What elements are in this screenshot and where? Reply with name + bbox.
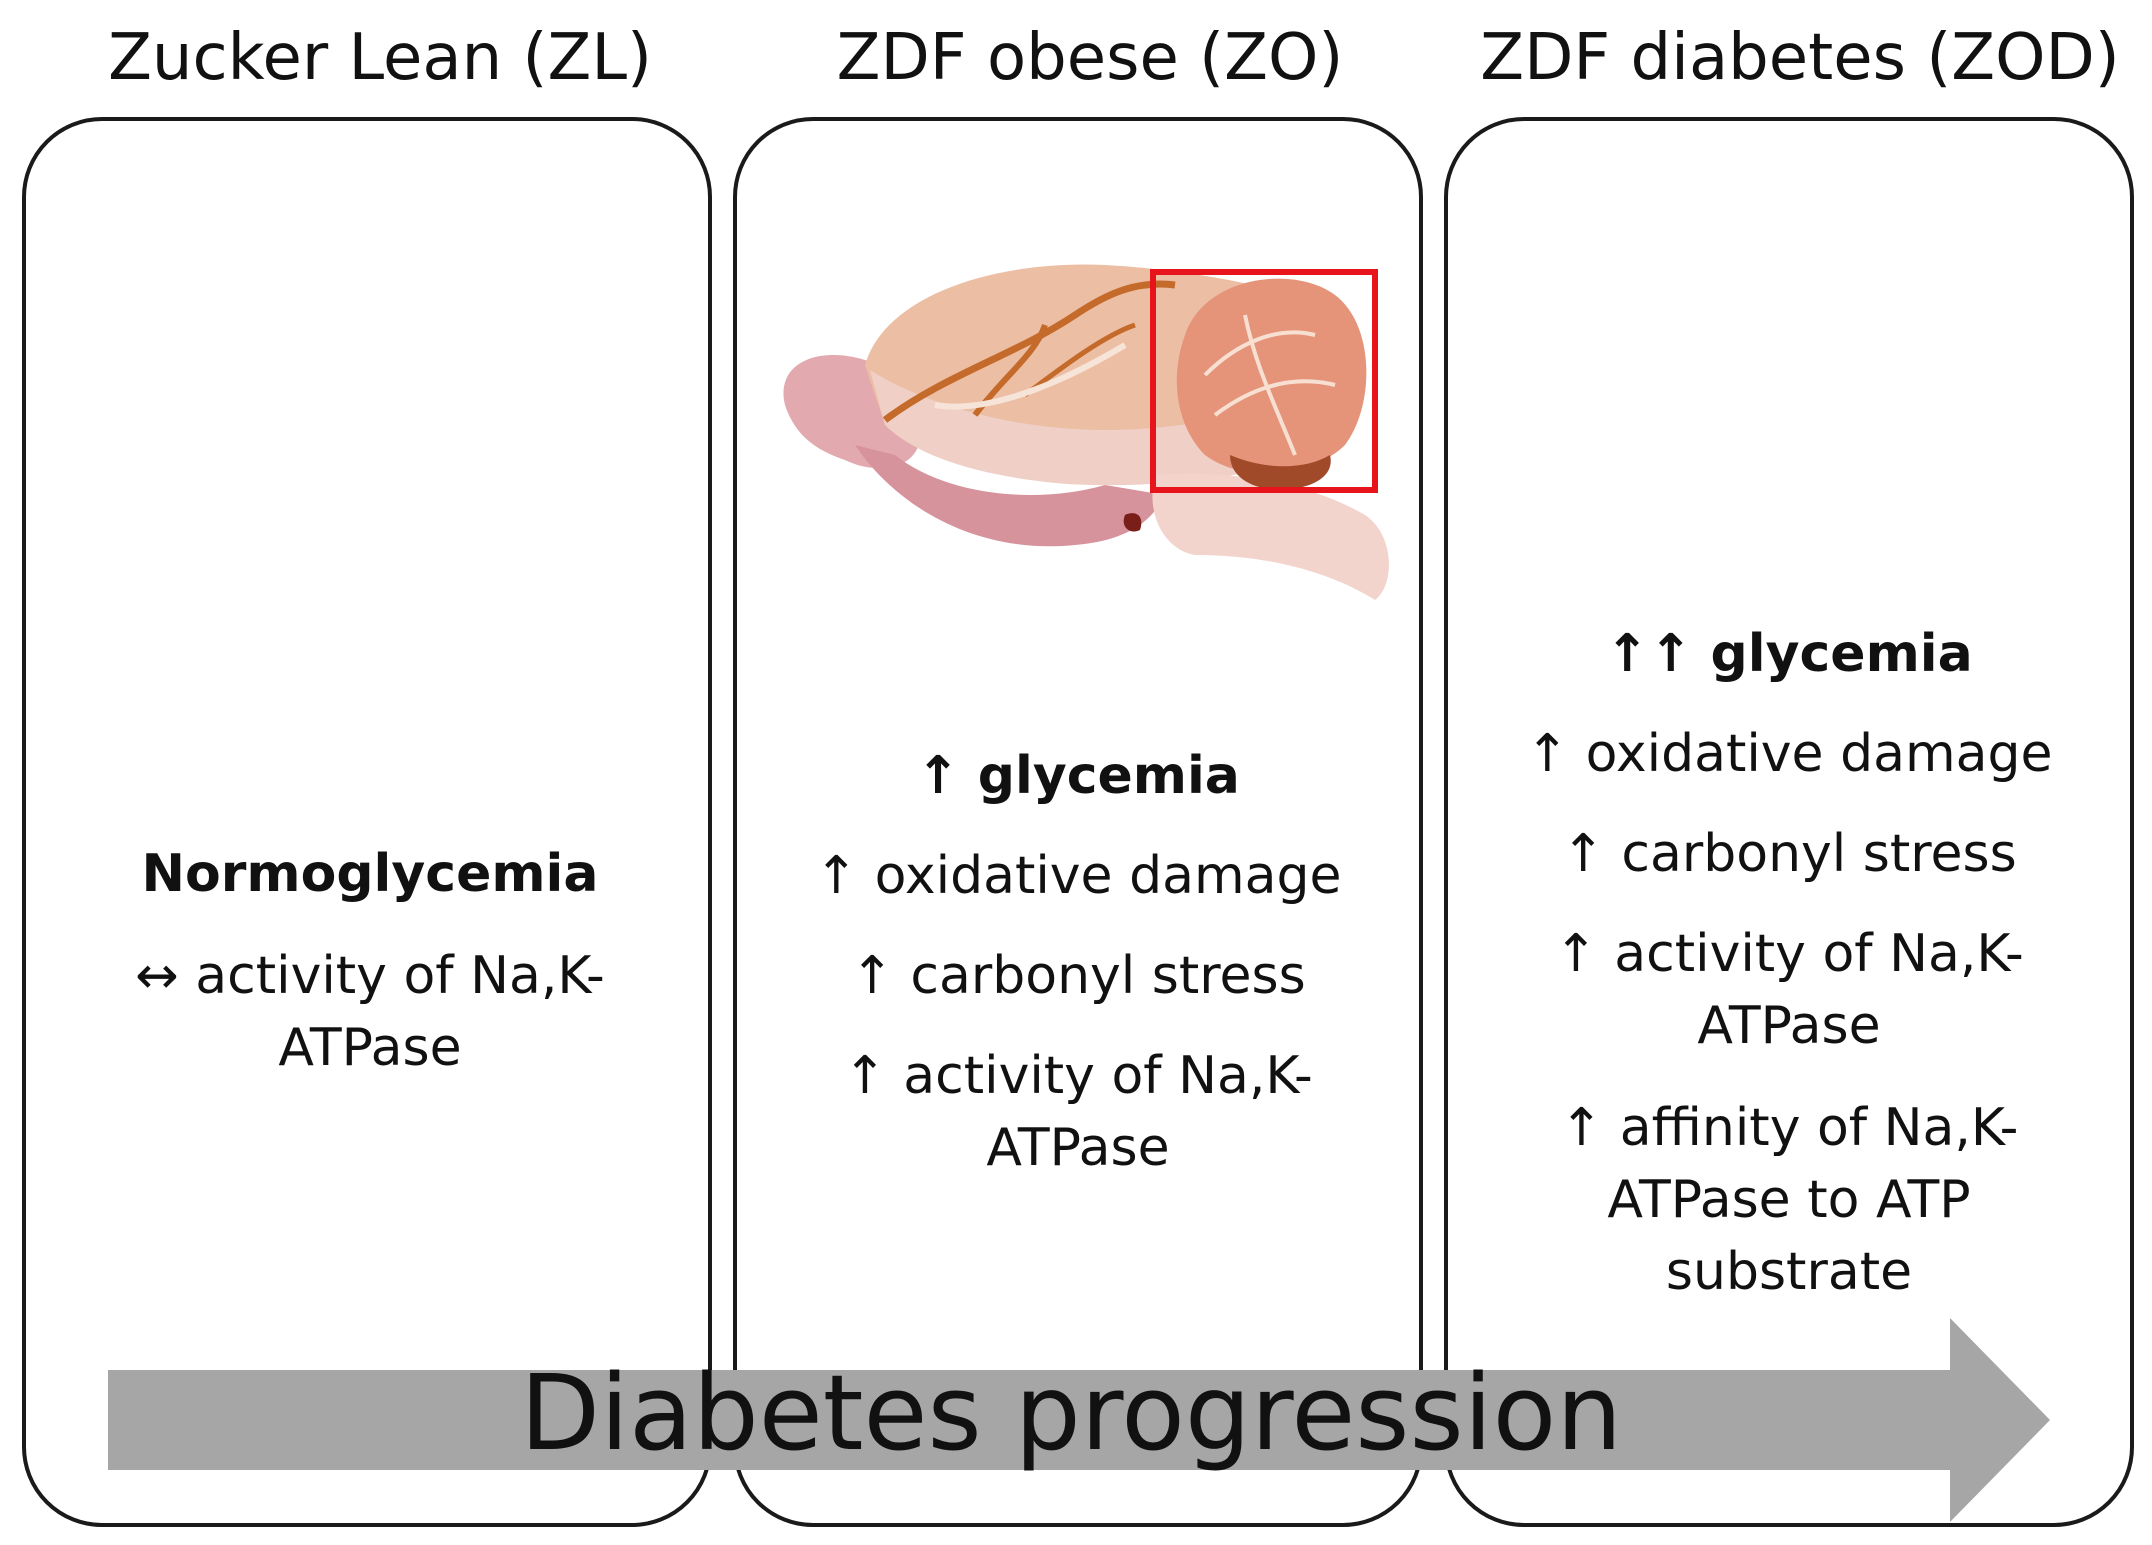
zo-line-1: ↑ glycemia: [916, 746, 1240, 806]
zod-line-7: ATPase to ATP: [1607, 1170, 1971, 1230]
zod-line-8: substrate: [1665, 1242, 1913, 1302]
zo-line-4: ↑ activity of Na,K-: [843, 1046, 1313, 1106]
zod-line-5: ATPase: [1697, 996, 1881, 1056]
column-title-zod: ZDF diabetes (ZOD): [1480, 21, 2120, 95]
cerebellum-highlight-box: [1150, 269, 1378, 493]
column-title-zo: ZDF obese (ZO): [836, 21, 1344, 95]
rat-brain-icon: [783, 264, 1389, 600]
zl-line-2: ↔ activity of Na,K-: [135, 946, 605, 1006]
panel-zod: [1444, 117, 2134, 1527]
zod-line-6: ↑ affinity of Na,K-: [1559, 1098, 2019, 1158]
zo-line-2: ↑ oxidative damage: [814, 846, 1342, 906]
zo-line-3: ↑ carbonyl stress: [850, 946, 1306, 1006]
zod-line-4: ↑ activity of Na,K-: [1554, 924, 2024, 984]
column-title-zl: Zucker Lean (ZL): [108, 21, 652, 95]
progression-label: Diabetes progression: [520, 1352, 1623, 1474]
progression-arrow-shape: [108, 1318, 2050, 1522]
zl-line-1: Normoglycemia: [141, 844, 599, 904]
zl-line-3: ATPase: [278, 1018, 462, 1078]
zod-line-3: ↑ carbonyl stress: [1561, 824, 2017, 884]
zo-line-5: ATPase: [986, 1118, 1170, 1178]
zod-line-2: ↑ oxidative damage: [1525, 724, 2053, 784]
zod-line-1: ↑↑ glycemia: [1605, 624, 1973, 684]
panel-zl: [22, 117, 712, 1527]
